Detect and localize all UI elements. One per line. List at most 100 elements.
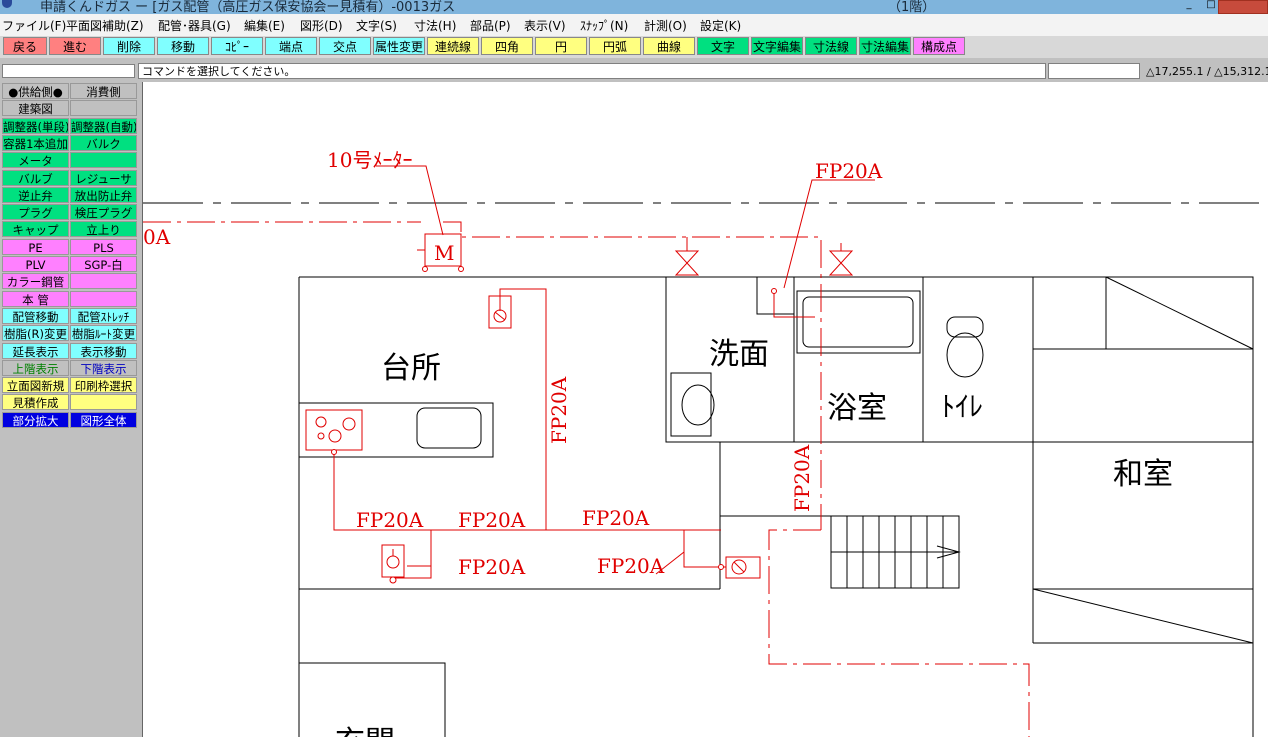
window-title-bar: 申請くんドガス ー [ガス配管（高圧ガス保安協会ー見積有）-0013ガス （1階… bbox=[0, 0, 1268, 14]
sidebar-right-button-9[interactable]: PLS bbox=[70, 238, 137, 255]
sidebar-right-button-17[interactable]: 印刷枠選択 bbox=[70, 377, 137, 394]
menu-parts[interactable]: 部品(P) bbox=[470, 19, 511, 33]
menu-plan-aid[interactable]: 平面図補助(Z) bbox=[66, 19, 144, 33]
toolbar-forward-button[interactable]: 進む bbox=[49, 37, 101, 55]
toolbar-polyline-button[interactable]: 連続線 bbox=[427, 37, 479, 55]
menu-snap[interactable]: ｽﾅｯﾌﾟ(N) bbox=[580, 19, 629, 33]
menu-dim[interactable]: 寸法(H) bbox=[414, 19, 457, 33]
sidebar-left-button-7[interactable]: プラグ bbox=[2, 204, 69, 221]
sidebar-left-button-1[interactable]: 建築図 bbox=[2, 100, 69, 117]
coordinate-input[interactable] bbox=[1048, 63, 1140, 79]
washbasin-bowl bbox=[681, 384, 715, 426]
sidebar-left-button-8[interactable]: キャップ bbox=[2, 221, 69, 238]
toilet-bowl bbox=[946, 332, 984, 378]
menu-text[interactable]: 文字(S) bbox=[356, 19, 397, 33]
pipe-label: FP20A bbox=[356, 508, 424, 532]
tool-sidebar: ●供給側●消費側建築図調整器(単段)調整器(自動)容器1本追加バルクメータバルブ… bbox=[0, 82, 142, 737]
menu-piping[interactable]: 配管･器具(G) bbox=[158, 19, 231, 33]
toolbar-circle-button[interactable]: 円 bbox=[535, 37, 587, 55]
sidebar-right-button-15[interactable]: 表示移動 bbox=[70, 342, 137, 359]
room-label-toilet: ﾄｲﾚ bbox=[941, 390, 983, 423]
sidebar-left-button-12[interactable]: 本 管 bbox=[2, 290, 69, 307]
gas-outlet-symbol bbox=[488, 295, 512, 329]
stove-burner bbox=[317, 432, 325, 440]
toolbar-back-button[interactable]: 戻る bbox=[3, 37, 47, 55]
sidebar-right-button-3[interactable]: バルク bbox=[70, 134, 137, 151]
menu-settings[interactable]: 設定(K) bbox=[700, 19, 742, 33]
toolbar-arc-button[interactable]: 円弧 bbox=[589, 37, 641, 55]
sidebar-left-button-16[interactable]: 上階表示 bbox=[2, 359, 69, 376]
window-title: 申請くんドガス ー [ガス配管（高圧ガス保安協会ー見積有）-0013ガス bbox=[40, 0, 456, 14]
sidebar-right-button-5[interactable]: レジューサ bbox=[70, 169, 137, 186]
menu-view[interactable]: 表示(V) bbox=[524, 19, 566, 33]
toolbar-rect-button[interactable]: 四角 bbox=[481, 37, 533, 55]
toolbar-intersection-button[interactable]: 交点 bbox=[319, 37, 371, 55]
menu-shape[interactable]: 図形(D) bbox=[300, 19, 343, 33]
sidebar-right-button-14[interactable]: 樹脂ﾙｰﾄ変更 bbox=[70, 325, 137, 342]
close-button[interactable] bbox=[1218, 0, 1268, 14]
kitchen-sink bbox=[416, 407, 482, 449]
pipe-label-vertical: FP20A bbox=[790, 444, 814, 512]
bathtub-inner bbox=[802, 296, 914, 348]
sidebar-left-button-11[interactable]: カラー鋼管 bbox=[2, 273, 69, 290]
toolbar-text-edit-button[interactable]: 文字編集 bbox=[751, 37, 803, 55]
toolbar-attr-change-button[interactable]: 属性変更 bbox=[373, 37, 425, 55]
sidebar-right-button-10[interactable]: SGP-白 bbox=[70, 256, 137, 272]
sidebar-left-button-0[interactable]: ●供給側● bbox=[2, 83, 69, 99]
pipe-label: FP20A bbox=[458, 508, 526, 532]
toolbar-copy-button[interactable]: ｺﾋﾟｰ bbox=[211, 37, 263, 55]
room-label-japanese-room: 和室 bbox=[1113, 457, 1173, 492]
menu-edit[interactable]: 編集(E) bbox=[244, 19, 285, 33]
sidebar-empty-button-12-right bbox=[70, 290, 137, 307]
stove-burner bbox=[315, 416, 327, 428]
drawing-canvas[interactable]: 10号ﾒｰﾀｰ FP20A 0A FP20A FP20A FP20A FP20A… bbox=[142, 82, 1268, 737]
entrance-room bbox=[298, 662, 446, 737]
menu-file[interactable]: ファイル(F) bbox=[2, 19, 67, 33]
sidebar-right-button-7[interactable]: 検圧プラグ bbox=[70, 204, 137, 221]
sidebar-left-button-15[interactable]: 延長表示 bbox=[2, 342, 69, 359]
sidebar-right-button-2[interactable]: 調整器(自動) bbox=[70, 117, 137, 134]
sidebar-left-button-9[interactable]: PE bbox=[2, 238, 69, 255]
pipe-label: FP20A bbox=[815, 159, 883, 183]
sidebar-left-button-3[interactable]: 容器1本追加 bbox=[2, 134, 69, 151]
toolbar-dim-line-button[interactable]: 寸法線 bbox=[805, 37, 857, 55]
left-status-field bbox=[2, 64, 135, 78]
floor-level-indicator: （1階） bbox=[888, 0, 936, 14]
sidebar-right-button-6[interactable]: 放出防止弁 bbox=[70, 186, 137, 203]
sidebar-left-button-18[interactable]: 見積作成 bbox=[2, 394, 69, 411]
sidebar-right-button-13[interactable]: 配管ｽﾄﾚｯﾁ bbox=[70, 307, 137, 324]
sidebar-right-button-19[interactable]: 図形全体 bbox=[70, 411, 137, 428]
gas-pipe bbox=[393, 530, 432, 579]
toolbar-move-button[interactable]: 移動 bbox=[157, 37, 209, 55]
sidebar-right-button-16[interactable]: 下階表示 bbox=[70, 359, 137, 376]
sidebar-left-button-19[interactable]: 部分拡大 bbox=[2, 411, 69, 428]
sidebar-left-button-14[interactable]: 樹脂(R)変更 bbox=[2, 325, 69, 342]
sidebar-right-button-8[interactable]: 立上り bbox=[70, 221, 137, 238]
sidebar-left-button-13[interactable]: 配管移動 bbox=[2, 307, 69, 324]
toolbar-endpoint-button[interactable]: 端点 bbox=[265, 37, 317, 55]
menu-measure[interactable]: 計測(O) bbox=[644, 19, 687, 33]
sidebar-left-button-6[interactable]: 逆止弁 bbox=[2, 186, 69, 203]
sidebar-left-button-10[interactable]: PLV bbox=[2, 256, 69, 272]
sidebar-left-button-4[interactable]: メータ bbox=[2, 152, 69, 169]
pipe-label: FP20A bbox=[597, 554, 665, 578]
sidebar-left-button-5[interactable]: バルブ bbox=[2, 169, 69, 186]
washbasin bbox=[670, 372, 712, 437]
toolbar-dim-edit-button[interactable]: 寸法編集 bbox=[859, 37, 911, 55]
valve-symbol bbox=[828, 250, 854, 276]
bathtub bbox=[796, 290, 921, 354]
sidebar-right-button-0[interactable]: 消費側 bbox=[70, 83, 137, 99]
pipe-label-leader bbox=[783, 179, 875, 289]
sidebar-left-button-17[interactable]: 立面図新規 bbox=[2, 377, 69, 394]
status-row: コマンドを選択してください。 △17,255.1 / △15,312.1 bbox=[0, 62, 1268, 82]
sidebar-left-button-2[interactable]: 調整器(単段) bbox=[2, 117, 69, 134]
room-label-entrance: 玄関 bbox=[335, 725, 395, 737]
maximize-icon[interactable]: □ bbox=[1206, 0, 1216, 10]
toolbar-delete-button[interactable]: 削除 bbox=[103, 37, 155, 55]
coordinate-readout: △17,255.1 / △15,312.1 bbox=[1146, 65, 1268, 78]
toolbar-curve-button[interactable]: 曲線 bbox=[643, 37, 695, 55]
minimize-icon[interactable]: _ bbox=[1186, 0, 1192, 10]
toolbar-components-button[interactable]: 構成点 bbox=[913, 37, 965, 55]
meter-symbol: M bbox=[434, 241, 454, 265]
toolbar-text-button[interactable]: 文字 bbox=[697, 37, 749, 55]
